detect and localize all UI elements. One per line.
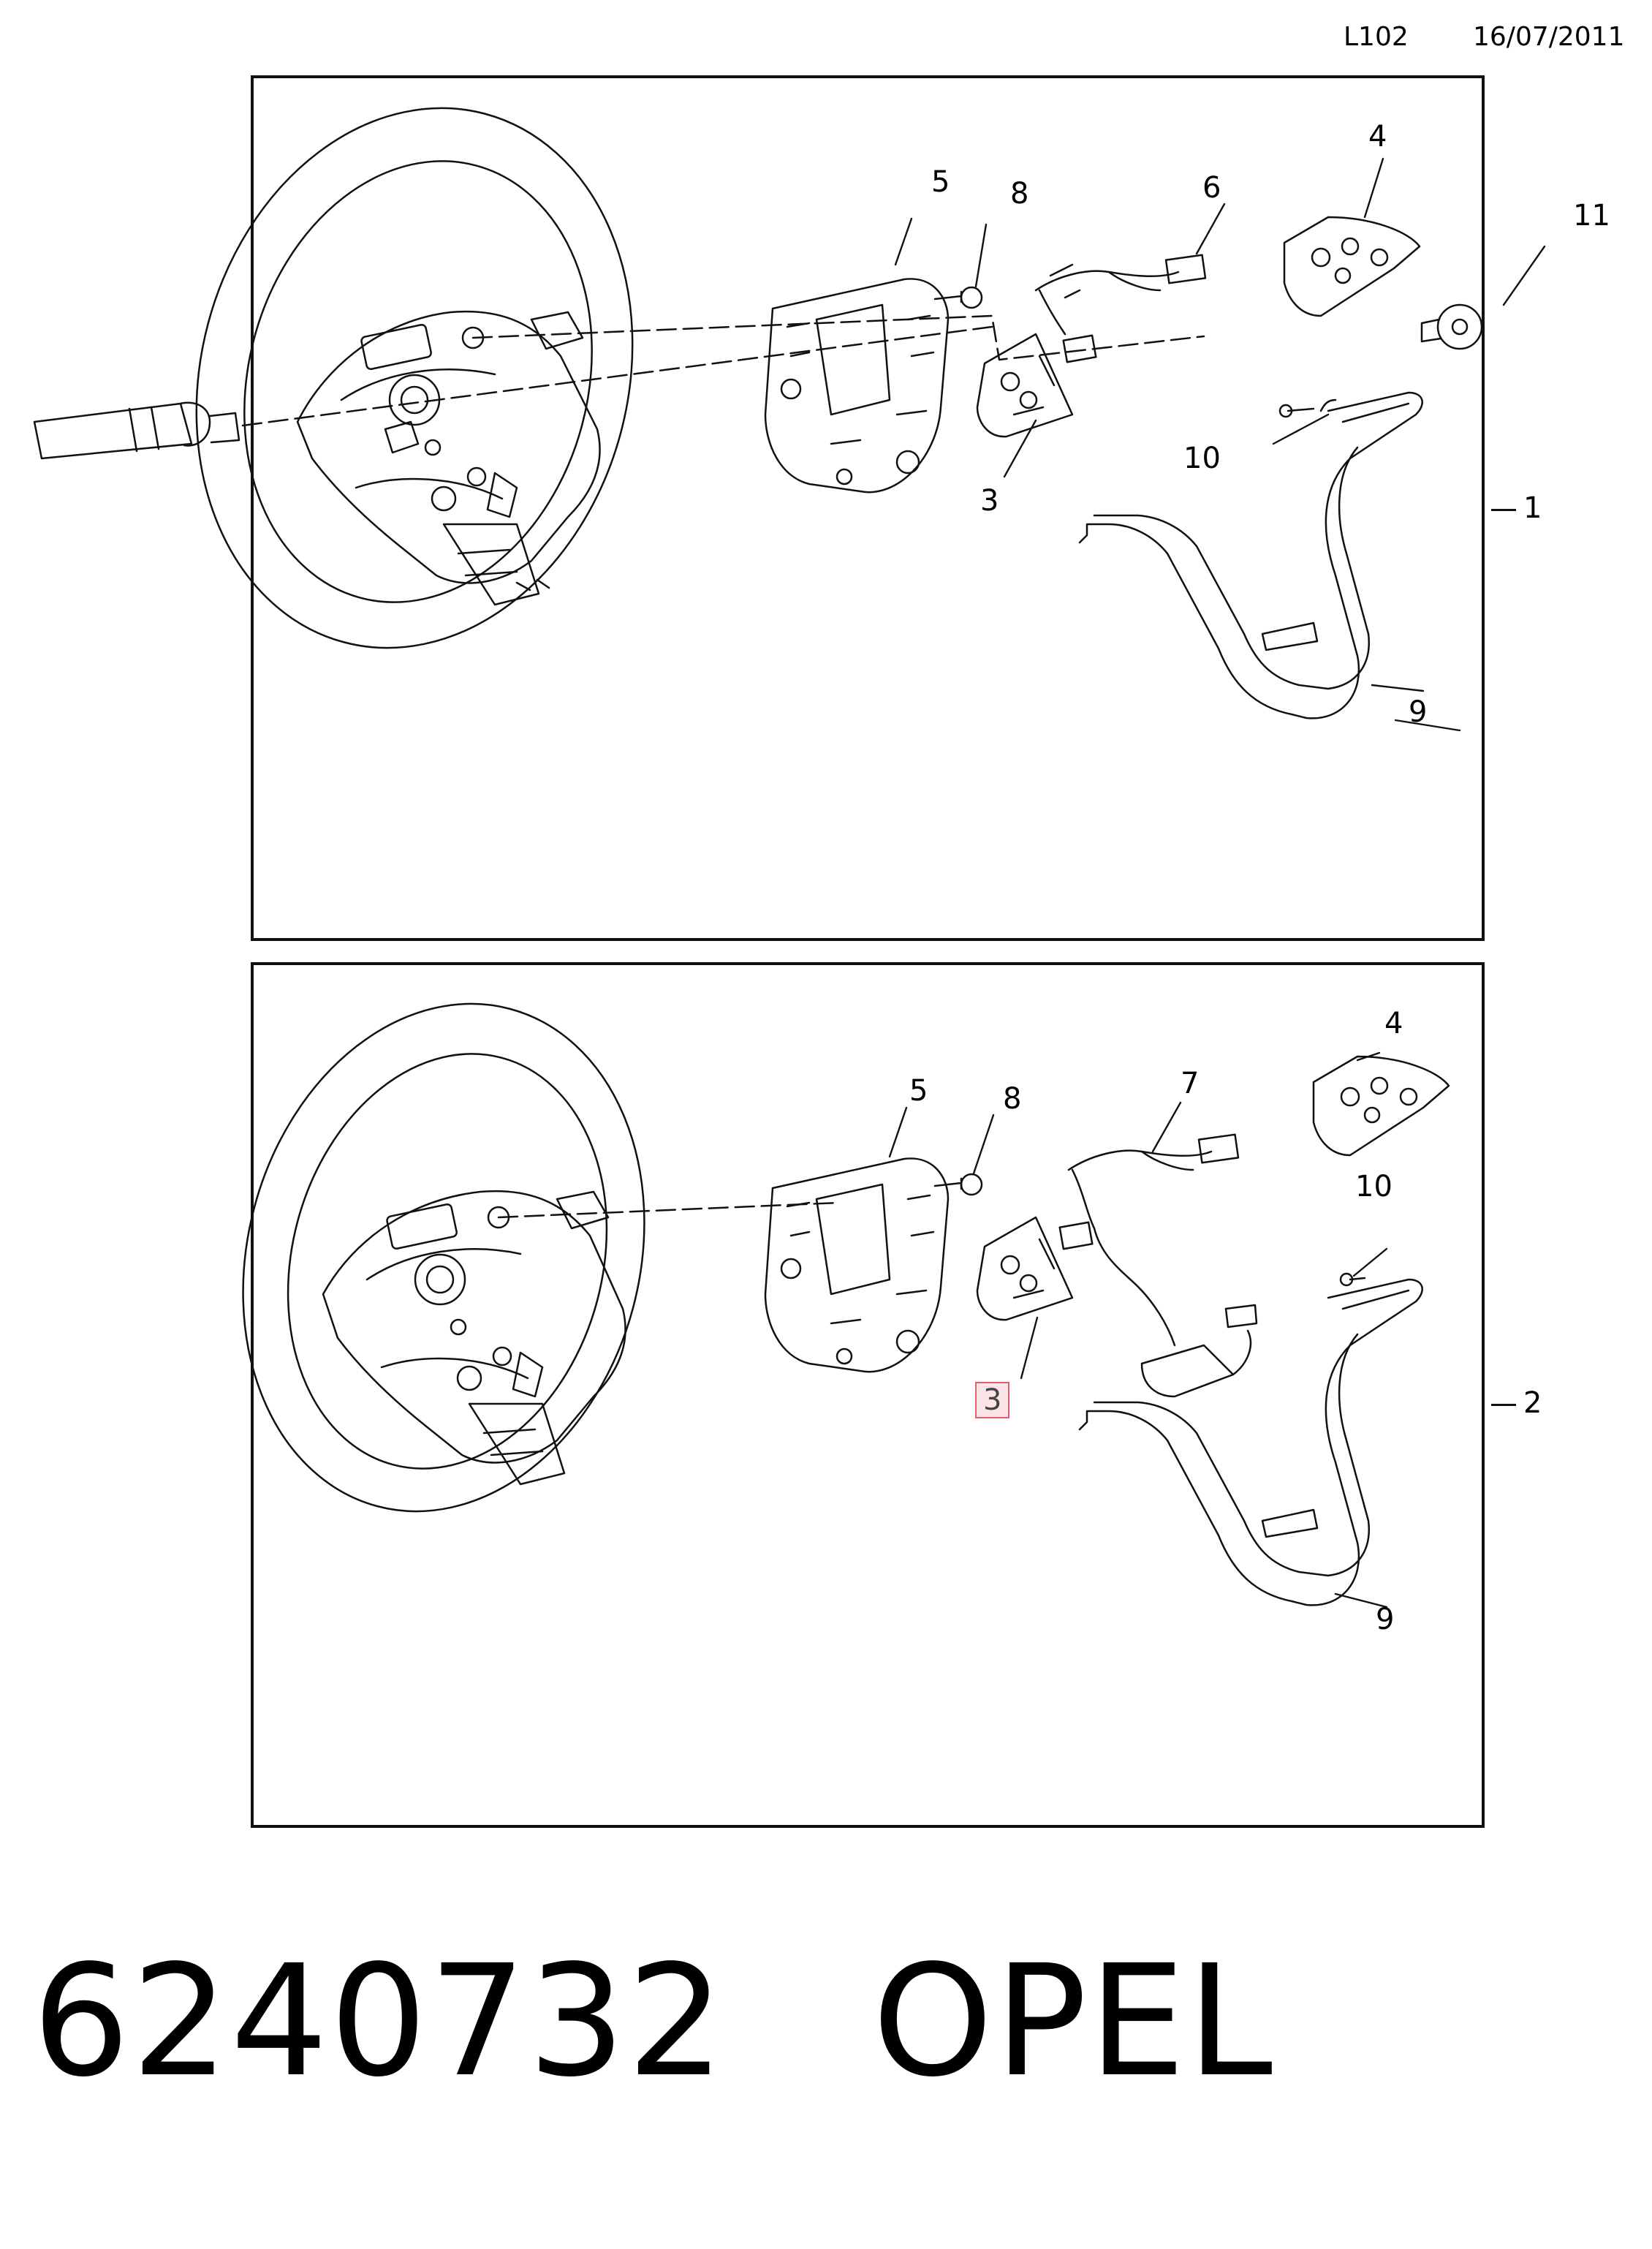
part-8-screw xyxy=(933,1177,963,1190)
wheel-spoke xyxy=(296,310,601,584)
diagram-date: 16/07/2011 xyxy=(1473,22,1625,52)
brand-name: OPEL xyxy=(872,1932,1274,2111)
diagram-code: L102 xyxy=(1344,22,1409,52)
exploded-view-panel-2: 5 8 7 4 10 3 9 xyxy=(242,962,1485,1828)
callout-6: 6 xyxy=(1202,171,1221,205)
callout-10: 10 xyxy=(1355,1170,1393,1203)
part-5-base-plate xyxy=(764,1157,950,1373)
wheel-rim-inner xyxy=(243,160,593,603)
part-11-nut xyxy=(1436,303,1483,350)
wheel-spoke xyxy=(322,1190,626,1464)
part-number: 6240732 xyxy=(32,1932,727,2111)
steering-wheel-exploded-drawing-1 xyxy=(33,107,1546,732)
wheel-rim-outer xyxy=(195,107,634,649)
callout-8: 8 xyxy=(1003,1082,1022,1116)
callout-5: 5 xyxy=(909,1074,928,1108)
callout-4: 4 xyxy=(1384,1007,1403,1040)
part-9-trim-cover xyxy=(1078,391,1423,719)
part-5-base-plate xyxy=(764,278,950,494)
panel-1-ref-number: 1 xyxy=(1523,491,1542,525)
callout-3: 3 xyxy=(980,484,999,518)
callout-8: 8 xyxy=(1010,177,1029,211)
exploded-view-panel-1: 5 8 6 4 11 3 10 9 xyxy=(33,75,1610,941)
callout-11: 11 xyxy=(1573,199,1610,233)
part-7-module xyxy=(1140,1344,1235,1398)
part-4-switch xyxy=(1312,1055,1450,1157)
steering-wheel-exploded-drawing-2 xyxy=(242,1002,1450,1609)
callout-7: 7 xyxy=(1181,1067,1200,1100)
part-8-screw xyxy=(933,290,963,303)
panel-2-ref-tick xyxy=(1491,1404,1516,1406)
part-3-switch xyxy=(976,1216,1074,1321)
part-7-harness xyxy=(1067,1149,1213,1347)
callout-9: 9 xyxy=(1409,695,1428,729)
wheel-rim-outer xyxy=(242,1002,645,1513)
steering-column xyxy=(33,401,240,460)
part-3-switch xyxy=(976,333,1074,438)
part-9-trim-cover xyxy=(1078,1278,1423,1606)
panel-1-ref-tick xyxy=(1491,509,1516,511)
part-4-switch xyxy=(1283,216,1421,317)
panel-2-ref-number: 2 xyxy=(1523,1386,1542,1420)
wheel-rim-inner xyxy=(287,1053,608,1470)
part-6-harness xyxy=(1034,270,1180,336)
callout-4: 4 xyxy=(1368,120,1387,154)
callout-10: 10 xyxy=(1183,442,1221,475)
callout-5: 5 xyxy=(931,165,950,199)
callout-3-highlighted[interactable]: 3 xyxy=(975,1382,1010,1418)
callout-9: 9 xyxy=(1376,1603,1395,1636)
